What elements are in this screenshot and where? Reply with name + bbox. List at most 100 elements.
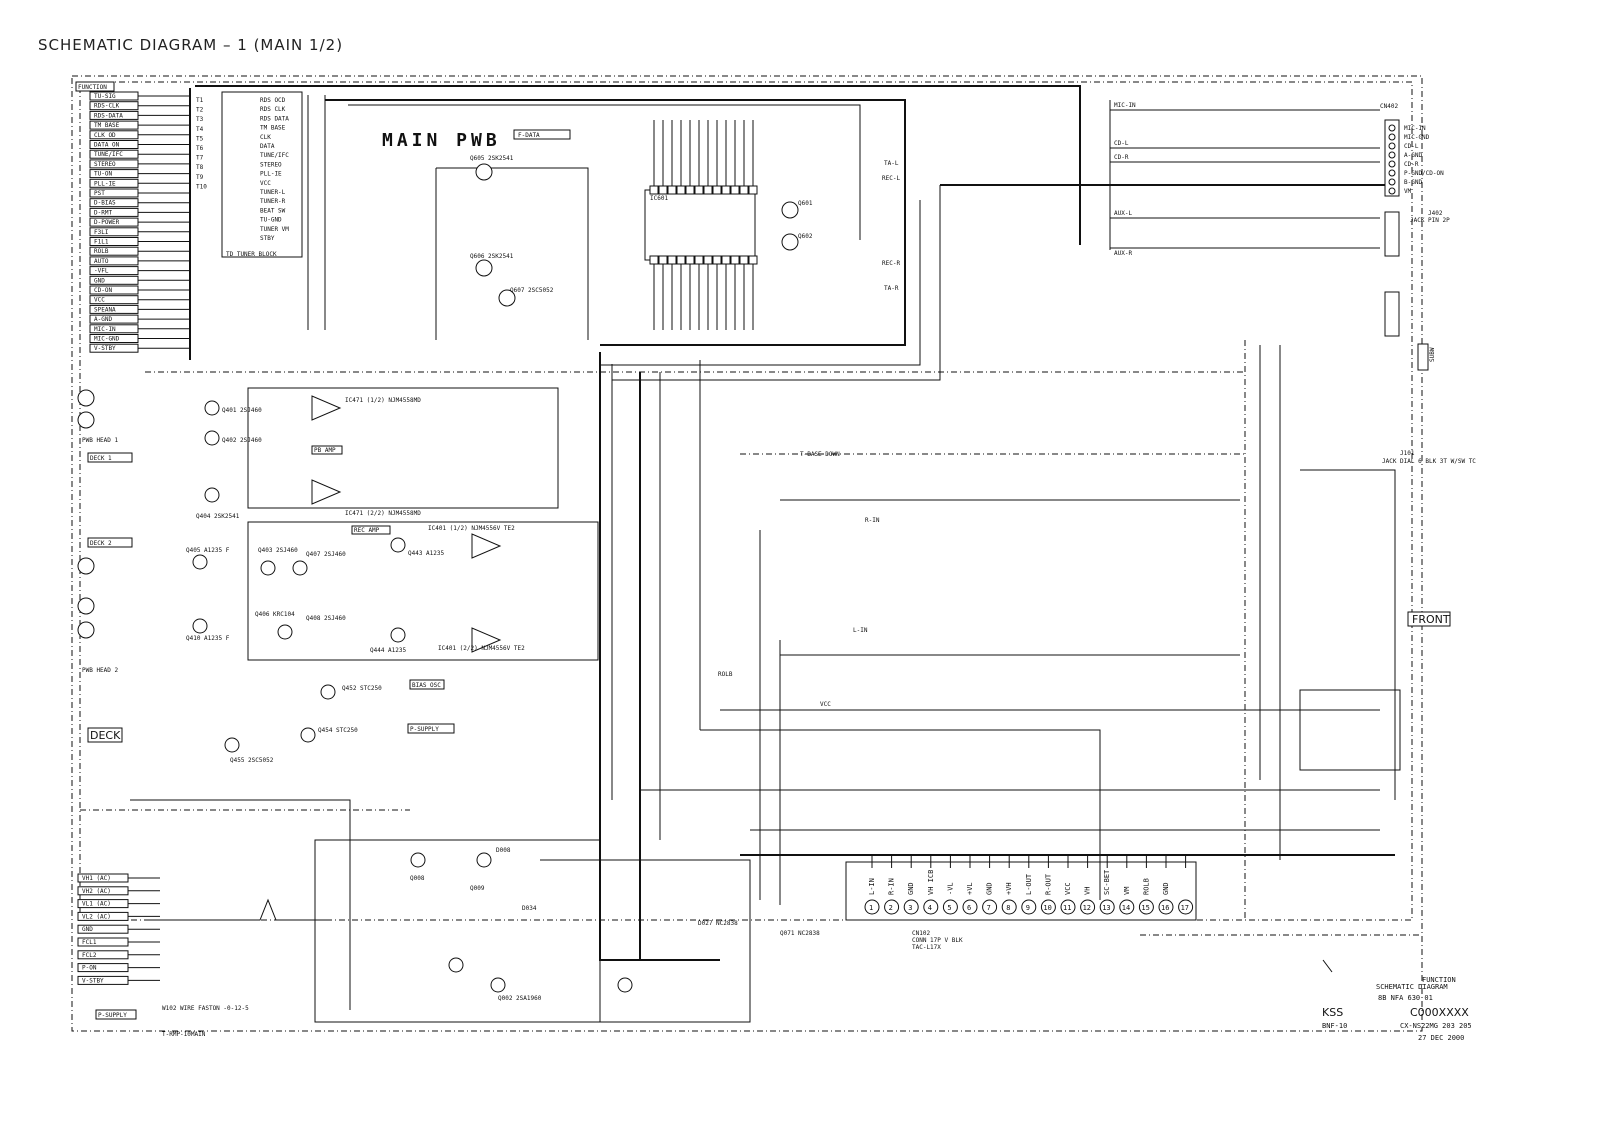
signal-loop-1 [612,185,941,381]
left-signal-label: CLK OD [94,132,116,139]
left-signal-label: TU-SIG [94,93,116,100]
cn102-pin-number: 13 [1102,904,1110,912]
pb-amp-region [247,387,559,509]
cn102-pin-label: R-OUT [1044,873,1052,895]
left-signal-label: RDS-CLK [94,103,120,110]
deck-tag [87,727,123,743]
ic-pin [712,255,722,265]
cn102-pin-number: 6 [967,904,971,912]
supply-signal-label: GND [82,926,93,933]
f-data-label: F-DATA [518,132,540,139]
cn102-type: TAC-L17X [912,944,941,951]
rec-opamp-2 [471,627,502,653]
cn102-pin-number: 11 [1063,904,1071,912]
cn402-pin-label: CD-R [1404,161,1419,168]
tuner-signal-label: PLL-IE [260,171,282,178]
ic-pin [703,255,713,265]
ic-pin [694,255,704,265]
pb-amp-tag [311,445,343,455]
cn102-pin-label: R-IN [888,878,896,895]
cn102-part: CONN 17P V BLK [912,937,963,944]
left-signal-label: SPEANA [94,306,116,313]
ic401-2-label: IC401 (2/2) NJM4556V TE2 [438,645,525,652]
cn102-pin-number: 14 [1122,904,1130,912]
supply-signal-label: VH2 (AC) [82,888,111,895]
tuner-signal-label: TUNER VM [260,226,289,233]
title-block-company: KSS [1322,1006,1343,1019]
ic-pin [685,185,695,195]
pb-opamp-1 [311,395,342,421]
transistor-q404 [204,487,220,503]
cn102-pin-label: VH [1084,887,1092,895]
left-signal-label: DATA ON [94,142,120,149]
tuner-signal-label: DATA [260,143,275,150]
p-supply-bottom-label: P-SUPPLY [98,1012,127,1019]
transistor-q444 [390,627,406,643]
label-q602: Q602 [798,233,813,240]
aux-l-label: AUX-L [1114,210,1132,217]
label-q444: Q444 A1235 [370,647,407,654]
rec-amp-label: REC AMP [354,527,380,534]
left-signal-label: CD-ON [94,287,112,294]
top-bus-1 [195,85,1081,245]
cn102-pin-number: 9 [1026,904,1030,912]
label-q410: Q410 A1235 F [186,635,230,642]
transistor-q605 [475,163,493,181]
bottom-left-signals: VH1 (AC)VH2 (AC)VL1 (AC)VL2 (AC)GNDFCL1F… [77,873,160,985]
cn102-pin-number: 12 [1083,904,1091,912]
cn102-pin-label: L-OUT [1025,873,1033,895]
rec-r-label: REC-R [882,260,900,267]
ta-l-label: TA-L [884,160,899,167]
transistor-q602 [781,233,799,251]
cn102-pin-label: L-IN [868,878,876,895]
left-signal-label: PLL-IE [94,180,116,187]
cn402-pin [1388,169,1396,177]
left-signal-label: ROLB [94,248,109,255]
cn102-pin [1138,899,1154,915]
ic-pin [676,255,686,265]
ic-pin [739,185,749,195]
f-data-box [513,129,571,140]
q002-label: Q002 2SA1960 [498,995,542,1002]
transistor-q455 [224,737,240,753]
tuner-signal-label: STEREO [260,161,282,168]
regulator-block [314,839,601,1023]
cn102-pin [942,899,958,915]
supply-signal-label: P-ON [82,965,97,972]
ic-pin [748,185,758,195]
label-q452: Q452 STC250 [342,685,382,692]
transistor-q410 [192,618,208,634]
main-ic [644,189,756,261]
transistor-q406 [277,624,293,640]
function-label: FUNCTION [78,84,107,91]
aux-jack-ref: J402 [1428,210,1443,217]
tbase-label: T-BASE DOWN [800,451,840,458]
cn102-pin-number: 10 [1043,904,1051,912]
cn102-pin-number: 15 [1141,904,1149,912]
title-block-schematic: SCHEMATIC DIAGRAM [1376,983,1448,991]
deck-label: DECK [90,729,121,742]
pwb-head2-label: PWB HEAD 2 [82,667,119,674]
supply-signal-label: VL1 (AC) [82,901,111,908]
title-block-function: FUNCTION [1422,976,1456,984]
label-q455: Q455 2SC5052 [230,757,274,764]
rolb-label: ROLB [718,671,733,678]
deck2-tag [87,537,133,548]
supply-signal-label: VL2 (AC) [82,913,111,920]
r-in-label: R-IN [865,517,880,524]
title-block-number: C000XXXX [1410,1006,1469,1019]
p-supply-bottom-tag [95,1009,137,1020]
supply-frame [130,799,351,1010]
deck2-label: DECK 2 [90,540,112,547]
deck1-label: DECK 1 [90,455,112,462]
tuner-signal-label: RDS OCD [260,97,286,104]
label-q405: Q405 A1235 F [186,547,230,554]
cd-l-label: CD-L [1114,140,1129,147]
cn402-pin [1388,187,1396,195]
left-signal-label: PST [94,190,105,197]
transistor-q401 [204,400,220,416]
left-signal-label: D-BIAS [94,200,116,207]
tuner-signal-label: CLK [260,134,271,141]
cn402-pin-label: MIC-GND [1404,134,1430,141]
